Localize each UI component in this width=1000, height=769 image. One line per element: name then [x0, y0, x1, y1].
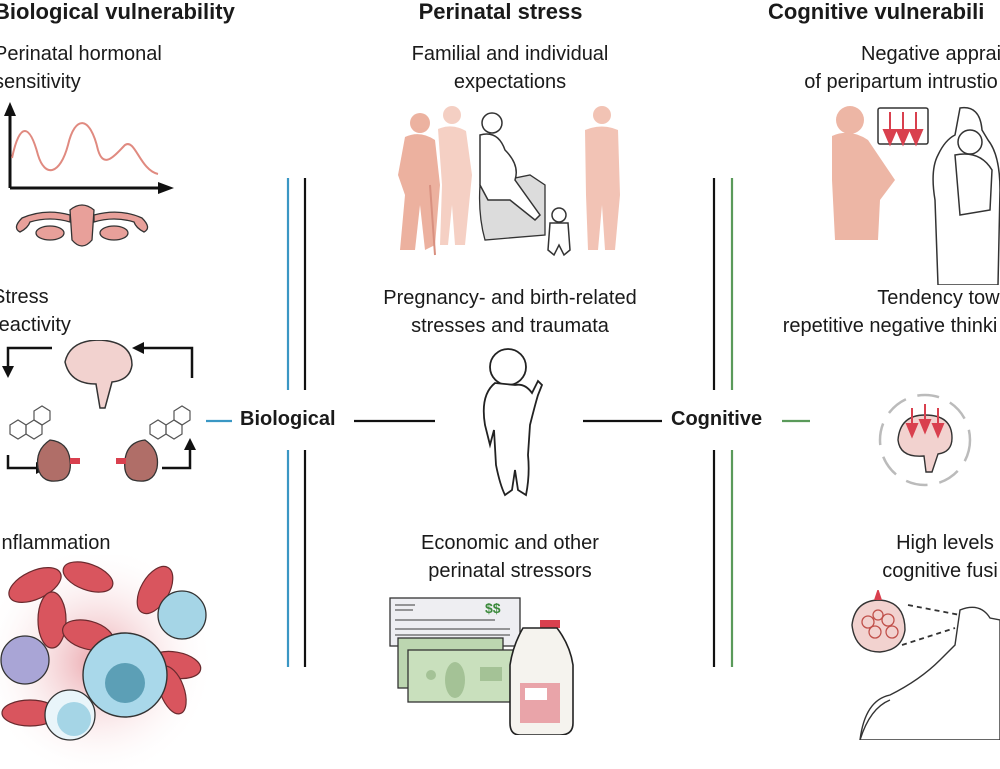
biological-vulnerability-title: Biological vulnerability	[0, 0, 235, 24]
money-and-milk-jug-icon: $$	[389, 597, 574, 735]
bio-item-hormonal-label: Perinatal hormonal sensitivity	[0, 40, 162, 96]
reclining-woman-tangled-brain-icon	[851, 590, 1000, 740]
cog-item-appraisal-line1: Negative apprais	[860, 43, 1000, 65]
cog-item-rnt-label: Tendency towa repetitive negative thinki	[750, 284, 1000, 340]
bio-item-stress-label: Stress reactivity	[0, 283, 71, 339]
perinatal-item-birth-line2: stresses and traumata	[411, 315, 609, 337]
cog-item-appraisal-label: Negative apprais of peripartum intrustio	[760, 40, 1000, 96]
bio-item-stress-line1: Stress	[0, 286, 49, 308]
cog-item-rnt-line2: repetitive negative thinki	[782, 315, 998, 337]
cog-item-rnt-line1: Tendency towa	[877, 287, 1000, 309]
perinatal-item-birth-line1: Pregnancy- and birth-related	[383, 287, 637, 309]
hormone-curve-and-uterus-icon	[4, 102, 174, 247]
biological-hub-label: Biological	[236, 408, 340, 431]
infant-outline-icon	[482, 348, 544, 497]
perinatal-item-expectations-line2: expectations	[453, 71, 567, 93]
cognitive-hub-label: Cognitive	[667, 408, 767, 431]
perinatal-stress-title: Perinatal stress	[418, 0, 583, 24]
perinatal-bracket-right	[583, 176, 716, 669]
cognitive-bracket	[730, 176, 810, 669]
perinatal-item-economic-line1: Economic and other	[421, 532, 599, 554]
perinatal-item-expectations-label: Familial and individual expectations	[360, 40, 660, 96]
perinatal-bracket-left	[303, 176, 435, 669]
family-silhouettes-icon	[398, 106, 620, 257]
blood-cells-icon	[0, 555, 215, 769]
brain-adrenal-feedback-loop-icon	[2, 340, 196, 482]
cognitive-vulnerability-title: Cognitive vulnerabili	[768, 0, 985, 24]
parent-holding-baby-icon	[832, 106, 1000, 285]
cog-item-appraisal-line2: of peripartum intrustio	[804, 71, 998, 93]
bio-item-hormonal-line2: sensitivity	[0, 71, 81, 93]
bio-item-hormonal-line1: Perinatal hormonal	[0, 43, 162, 65]
cog-item-fusion-line1: High levels	[896, 532, 994, 554]
perinatal-item-birth-label: Pregnancy- and birth-related stresses an…	[340, 284, 680, 340]
brain-rumination-cycle-icon	[878, 393, 972, 487]
perinatal-item-economic-line2: perinatal stressors	[428, 560, 592, 582]
bio-item-stress-line2: reactivity	[0, 314, 71, 336]
perinatal-item-economic-label: Economic and other perinatal stressors	[360, 529, 660, 585]
cog-item-fusion-label: High levels cognitive fusi	[820, 529, 1000, 585]
perinatal-item-expectations-line1: Familial and individual	[411, 43, 609, 65]
dollar-sign-icon: $$	[485, 600, 501, 616]
cog-item-fusion-line2: cognitive fusi	[882, 560, 998, 582]
bio-item-inflammation-label: Inflammation	[0, 532, 111, 554]
biological-bracket	[206, 176, 290, 669]
